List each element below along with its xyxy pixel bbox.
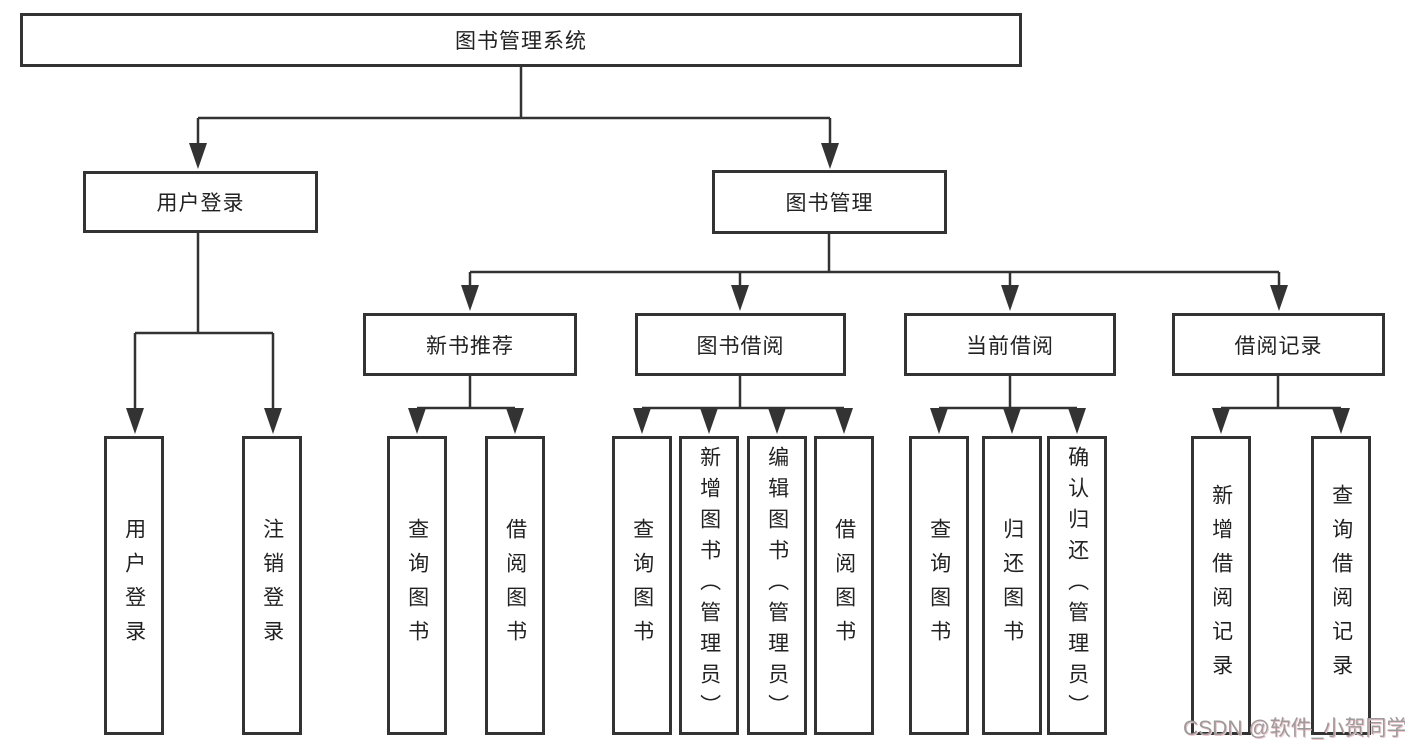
leaf-current-confirm-return-admin-label: 确认归还（管理员）	[1065, 446, 1089, 725]
node-book-management-label: 图书管理	[785, 192, 874, 215]
leaf-user-login-label: 用户登录	[122, 517, 146, 654]
node-book-borrowing: 图书借阅	[635, 313, 846, 376]
node-new-book-recommend-label: 新书推荐	[426, 334, 514, 358]
leaf-logout: 注销登录	[242, 436, 302, 735]
leaf-recommend-borrow-books: 借阅图书	[485, 436, 545, 735]
node-user-login-label: 用户登录	[156, 192, 245, 215]
leaf-current-query-books-label: 查询图书	[927, 517, 951, 654]
leaf-current-confirm-return-admin: 确认归还（管理员）	[1047, 436, 1107, 735]
leaf-user-login: 用户登录	[104, 436, 164, 735]
leaf-borrowing-borrow-books: 借阅图书	[814, 436, 874, 735]
leaf-borrowing-add-books-admin-label: 新增图书（管理员）	[697, 446, 721, 725]
leaf-current-return-books-label: 归还图书	[1000, 517, 1024, 654]
node-borrowing-records: 借阅记录	[1172, 313, 1385, 376]
leaf-logout-label: 注销登录	[260, 517, 284, 654]
node-current-borrowing: 当前借阅	[904, 313, 1116, 376]
leaf-recommend-query-books-label: 查询图书	[405, 517, 429, 654]
leaf-records-query-borrow-record: 查询借阅记录	[1311, 436, 1371, 735]
leaf-records-query-borrow-record-label: 查询借阅记录	[1329, 483, 1353, 688]
node-new-book-recommend: 新书推荐	[363, 313, 577, 376]
leaf-borrowing-edit-books-admin-label: 编辑图书（管理员）	[765, 446, 789, 725]
leaf-borrowing-add-books-admin: 新增图书（管理员）	[679, 436, 739, 735]
leaf-records-add-borrow-record: 新增借阅记录	[1191, 436, 1251, 735]
leaf-recommend-borrow-books-label: 借阅图书	[503, 517, 527, 654]
leaf-borrowing-edit-books-admin: 编辑图书（管理员）	[747, 436, 807, 735]
node-borrowing-records-label: 借阅记录	[1234, 334, 1323, 358]
leaf-current-query-books: 查询图书	[909, 436, 969, 735]
node-book-borrowing-label: 图书借阅	[696, 334, 785, 358]
csdn-watermark: CSDN @软件_小贺同学	[1183, 717, 1405, 740]
node-current-borrowing-label: 当前借阅	[966, 334, 1054, 358]
node-user-login: 用户登录	[83, 171, 318, 233]
leaf-records-add-borrow-record-label: 新增借阅记录	[1209, 483, 1233, 688]
node-root-system: 图书管理系统	[20, 13, 1022, 67]
leaf-recommend-query-books: 查询图书	[387, 436, 447, 735]
node-book-management: 图书管理	[712, 170, 947, 234]
leaf-borrowing-query-books: 查询图书	[612, 436, 672, 735]
node-root-system-label: 图书管理系统	[455, 30, 587, 53]
leaf-borrowing-query-books-label: 查询图书	[630, 517, 654, 654]
leaf-borrowing-borrow-books-label: 借阅图书	[832, 517, 856, 654]
arrowheads	[126, 143, 1350, 434]
leaf-current-return-books: 归还图书	[982, 436, 1042, 735]
